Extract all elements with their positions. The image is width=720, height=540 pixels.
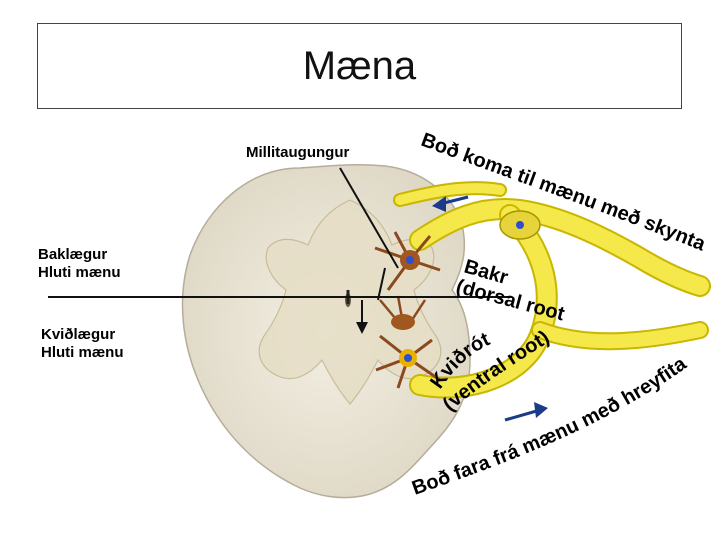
dorsal-part-label-line1: Baklægur [38,246,108,263]
title-box: Mæna [37,23,682,109]
motor-neuron [375,295,441,389]
incoming-signal-arrow [432,195,469,212]
interneuron [374,231,441,291]
interneuron-pointer-line [339,167,399,269]
dorsal-part-label-line2: Hluti mænu [38,264,121,281]
descending-arrow [377,267,386,301]
page-title: Mæna [302,44,417,88]
interneuron-label: Millitaugungur [246,144,350,161]
outgoing-signal-arrow [504,402,548,422]
ventral-part-label-line2: Hluti mænu [41,344,124,361]
ventral-part-label: Kviðlægur Hluti mænu [41,326,124,362]
dorsal-part-label: Baklægur Hluti mænu [38,246,121,282]
ventral-arrow-head [356,322,368,334]
ventral-part-label-line1: Kviðlægur [41,326,116,343]
